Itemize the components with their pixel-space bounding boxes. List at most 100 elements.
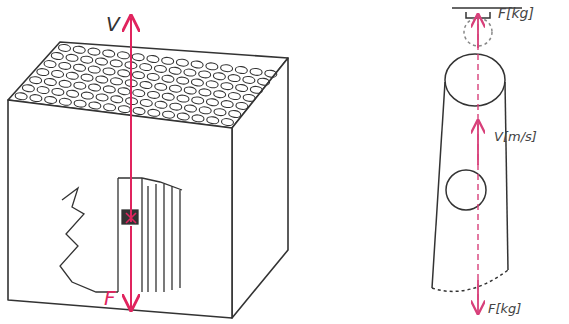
hole — [206, 116, 219, 124]
hole — [213, 90, 226, 98]
hole — [264, 70, 277, 78]
hole-pattern — [15, 44, 277, 126]
hole — [213, 72, 226, 80]
hole — [169, 103, 182, 111]
hole — [110, 77, 123, 85]
hole — [206, 62, 219, 70]
hole — [103, 85, 116, 93]
hole — [176, 59, 189, 67]
hole — [221, 100, 234, 108]
velocity-label: V — [106, 14, 120, 34]
hole — [147, 109, 160, 117]
hole — [221, 118, 234, 126]
hole — [139, 63, 152, 71]
hole — [96, 93, 109, 101]
inner-ball — [446, 170, 486, 210]
hole — [118, 105, 131, 113]
hole — [81, 91, 94, 99]
hole — [162, 111, 175, 119]
hole — [206, 98, 219, 106]
hole — [154, 83, 167, 91]
hole — [243, 94, 256, 102]
cylinder-top — [445, 54, 505, 106]
hole — [51, 52, 64, 60]
hole — [242, 76, 255, 84]
bottom-force-arrow — [477, 280, 479, 312]
hole — [154, 65, 167, 73]
hole — [66, 54, 79, 62]
hole — [36, 68, 49, 76]
hole — [250, 68, 263, 76]
hole — [132, 89, 145, 97]
hole — [66, 90, 79, 98]
hole — [59, 80, 72, 88]
hole — [250, 86, 263, 94]
block-outline — [8, 42, 288, 318]
force-unit-label: F[kg] — [488, 302, 521, 315]
hole — [191, 96, 204, 104]
hole — [176, 77, 189, 85]
hole — [184, 104, 197, 112]
hole — [95, 57, 108, 65]
cylinder-figure — [432, 8, 522, 291]
cylinder-left-side — [432, 82, 445, 288]
hole — [206, 80, 219, 88]
hole — [147, 73, 160, 81]
hole — [147, 91, 160, 99]
hole — [257, 78, 270, 86]
hole — [103, 67, 116, 75]
hole — [58, 44, 71, 52]
hole — [184, 68, 197, 76]
hole — [44, 60, 57, 68]
hole — [140, 99, 153, 107]
hole — [169, 67, 182, 75]
hole — [147, 55, 160, 63]
hole — [132, 53, 145, 61]
hole — [198, 70, 211, 78]
cylinder-bottom — [432, 270, 508, 291]
top-force-arrow — [477, 16, 479, 48]
hole — [102, 49, 115, 57]
hole — [22, 84, 35, 92]
hole — [177, 112, 190, 120]
hole — [235, 66, 248, 74]
hole — [162, 75, 175, 83]
force-label: F — [104, 288, 116, 308]
hole — [110, 95, 123, 103]
hole — [155, 101, 168, 109]
velocity-arrow — [130, 18, 132, 222]
hole — [30, 94, 43, 102]
hole — [140, 81, 153, 89]
hole — [221, 82, 234, 90]
hole — [236, 102, 249, 110]
hole — [191, 60, 204, 68]
hole — [169, 85, 182, 93]
hole — [81, 74, 94, 82]
block-front-face — [8, 100, 232, 318]
cylinder-right-side — [505, 82, 508, 270]
hole — [117, 51, 130, 59]
hole — [58, 62, 71, 70]
hole — [51, 70, 64, 78]
hole — [73, 82, 86, 90]
velocity-arrow-small — [477, 122, 479, 165]
cutaway — [60, 178, 182, 292]
hole — [88, 48, 101, 56]
hole — [15, 92, 28, 100]
cutaway-top — [142, 178, 182, 190]
hole — [235, 84, 248, 92]
hole — [74, 100, 87, 108]
hole — [117, 69, 130, 77]
hole — [161, 57, 174, 65]
origin-mark — [126, 213, 136, 223]
hole — [73, 64, 86, 72]
hole — [73, 46, 86, 54]
hole — [88, 101, 101, 109]
hole — [199, 88, 212, 96]
hole — [110, 59, 123, 67]
hole — [177, 94, 190, 102]
cutaway-edge — [60, 188, 118, 292]
velocity-unit-label: V[m/s] — [494, 130, 537, 143]
